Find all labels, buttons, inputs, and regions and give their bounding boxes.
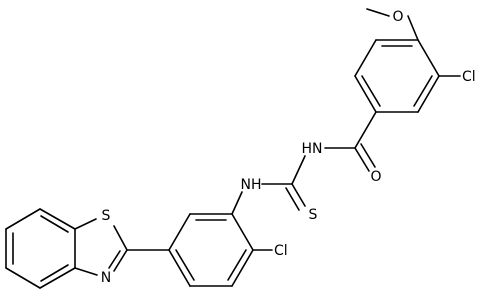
- atom-nh: NH: [241, 177, 262, 193]
- bond-c2-s: [113, 225, 128, 251]
- bond-ring2-e-inner: [227, 249, 247, 281]
- bond-ring2-c: [168, 249, 191, 287]
- bond-nh-ring: [231, 191, 243, 215]
- atom-cl-bottom: Cl: [274, 243, 288, 259]
- bond-ring2-c-inner: [175, 249, 195, 281]
- atom-cl-top: Cl: [462, 69, 476, 85]
- bond-c7a-c7: [39, 208, 76, 230]
- bond-c2-n-inner: [108, 250, 121, 269]
- bond-n-c3a: [74, 267, 98, 276]
- bond-hn-c: [291, 155, 306, 185]
- bond-c7a-c7-inner: [40, 215, 69, 233]
- bond-c5-c4: [5, 267, 41, 289]
- bond-ring1-e: [417, 75, 440, 113]
- atom-o-carbonyl: O: [370, 169, 381, 185]
- bond-c7-c6: [5, 208, 41, 230]
- bond-co-b: [360, 143, 376, 168]
- atom-o-methoxy: O: [392, 9, 403, 25]
- bond-co-a: [354, 147, 370, 172]
- atom-s-thio: S: [309, 207, 318, 223]
- bond-ring2-e: [231, 249, 254, 287]
- bond-cs-a: [291, 183, 306, 207]
- bond-ring1-c: [354, 75, 377, 113]
- bond-cs-b: [285, 187, 300, 211]
- bond-ring2-f: [231, 213, 254, 251]
- bond-s-c7a: [74, 218, 97, 230]
- bonds: [5, 8, 461, 289]
- bond-ring2-b: [168, 213, 191, 251]
- bond-c4-c3a-inner: [40, 264, 69, 282]
- bond-ring-carbonyl: [354, 111, 377, 149]
- bond-methyl-o: [366, 8, 390, 17]
- bond-c4-c3a: [39, 267, 76, 289]
- bond-o-ring: [407, 15, 419, 41]
- atom-hn: HN: [302, 141, 323, 157]
- atom-n-ring: N: [101, 270, 111, 286]
- bond-c2-n: [113, 249, 128, 272]
- bond-ring1-f: [417, 39, 440, 77]
- bond-ring1-c-inner: [361, 75, 381, 107]
- bond-ring1-b: [354, 39, 377, 77]
- atom-s-ring: S: [102, 208, 111, 224]
- bond-ring1-e-inner: [413, 75, 433, 107]
- atom-labels: O Cl HN O NH S Cl S N: [101, 9, 476, 286]
